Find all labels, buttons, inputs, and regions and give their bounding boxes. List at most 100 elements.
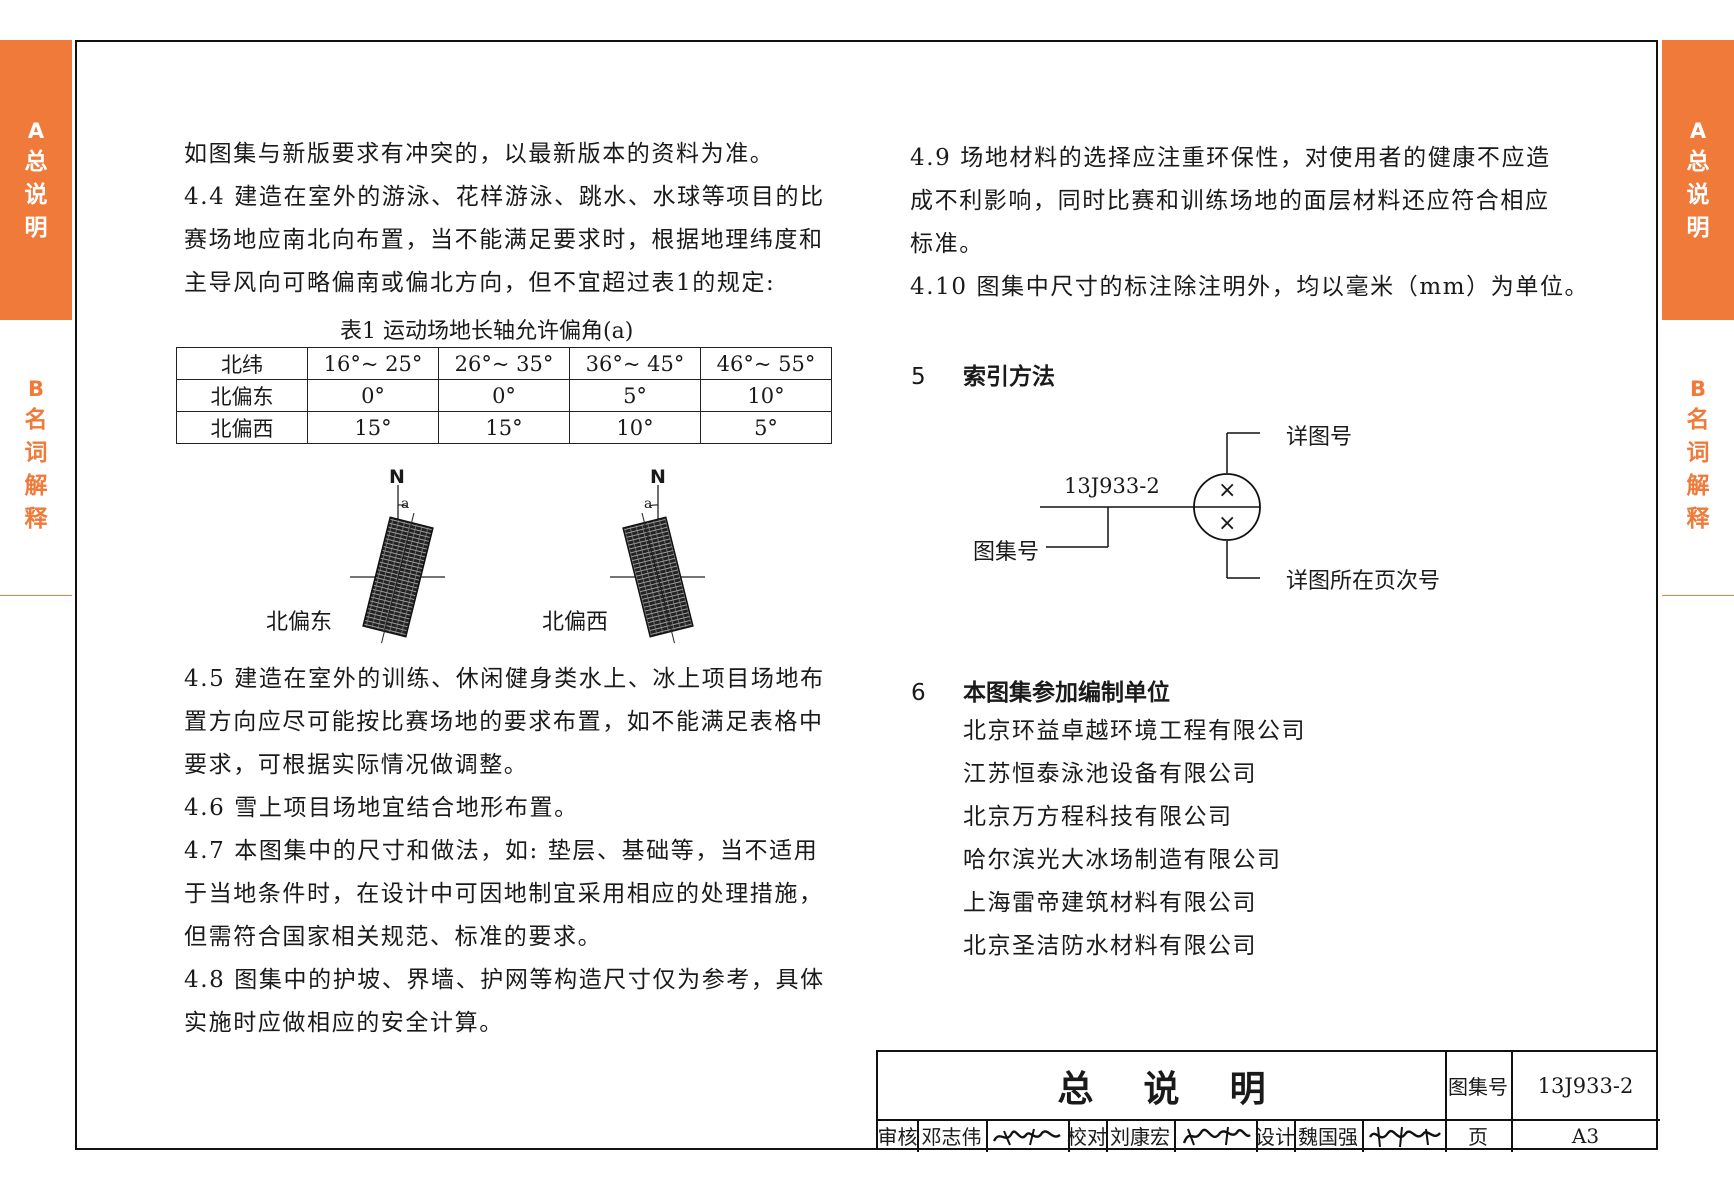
table-cell: 15° xyxy=(307,411,439,444)
tb-line xyxy=(917,1119,919,1152)
table-row: 北偏东 0° 0° 5° 10° xyxy=(176,379,832,412)
tab-terminology-right[interactable]: B 名 词 解 释 xyxy=(1662,370,1734,540)
list-item: 北京圣洁防水材料有限公司 xyxy=(963,933,1257,959)
text-line: 要求，可根据实际情况做调整。 xyxy=(184,752,529,778)
tb-line xyxy=(986,1119,988,1152)
table-cell: 16°~ 25° xyxy=(307,347,439,380)
atlas-number-label: 图集号 xyxy=(973,540,1040,565)
tb-line xyxy=(1174,1119,1176,1152)
text-line: 主导风向可略偏南或偏北方向，但不宜超过表1的规定: xyxy=(184,270,776,296)
text-line: 赛场地应南北向布置，当不能满足要求时，根据地理纬度和 xyxy=(184,227,824,253)
table-row: 北偏西 15° 15° 10° 5° xyxy=(176,411,832,444)
design-label: 设计 xyxy=(1255,1125,1295,1149)
list-item: 北京万方程科技有限公司 xyxy=(963,804,1233,830)
tb-line xyxy=(1068,1119,1070,1152)
checker-name: 刘康宏 xyxy=(1110,1125,1170,1149)
reviewer-name: 邓志伟 xyxy=(921,1125,982,1149)
page-label: 页 xyxy=(1468,1125,1488,1149)
table-cell: 15° xyxy=(438,411,570,444)
title-block: 总 说 明 图集号 13J933-2 审核 邓志伟 校对 刘康宏 设计 魏国强 … xyxy=(876,1050,1660,1152)
text-line: 如图集与新版要求有冲突的，以最新版本的资料为准。 xyxy=(184,141,775,167)
tab-char: 释 xyxy=(24,506,48,532)
tb-line xyxy=(1106,1119,1108,1152)
tab-char: 解 xyxy=(1686,473,1710,499)
page-frame xyxy=(75,40,1658,1150)
paragraph-4-4: 4.4 建造在室外的游泳、花样游泳、跳水、水球等项目的比 赛场地应南北向布置，当… xyxy=(184,176,825,305)
table-cell: 北偏西 xyxy=(176,411,308,444)
index-atlas-code: 13J933-2 xyxy=(1064,474,1160,498)
detail-page-label: 详图所在页次号 xyxy=(1286,569,1441,594)
tb-line xyxy=(1445,1052,1447,1152)
tb-line xyxy=(1256,1119,1258,1152)
checker-signature xyxy=(1182,1126,1251,1146)
table-header-row: 北纬 16°~ 25° 26°~ 35° 36°~ 45° 46°~ 55° xyxy=(176,347,832,380)
section-title: 本图集参加编制单位 xyxy=(963,680,1170,706)
text-line: 4.5 建造在室外的训练、休闲健身类水上、冰上项目场地布 xyxy=(184,666,825,692)
text-line: 4.6 雪上项目场地宜结合地形布置。 xyxy=(184,795,579,821)
table-cell: 5° xyxy=(700,411,832,444)
field-east xyxy=(350,485,445,644)
tab-divider xyxy=(1662,595,1734,596)
orientation-figure xyxy=(350,485,705,644)
text-line: 成不利影响，同时比赛和训练场地的面层材料还应符合相应 xyxy=(910,188,1550,214)
table-caption: 表1 运动场地长轴允许偏角(a) xyxy=(340,319,634,344)
east-deviation-label: 北偏东 xyxy=(266,610,333,635)
tab-divider xyxy=(0,595,72,596)
table-cell: 5° xyxy=(569,379,701,412)
text-line: 置方向应尽可能按比赛场地的要求布置，如不能满足表格中 xyxy=(184,709,824,735)
tab-letter: B xyxy=(27,377,44,401)
west-deviation-label: 北偏西 xyxy=(542,610,609,635)
reviewer-signature xyxy=(992,1128,1061,1146)
tab-terminology[interactable]: B 名 词 解 释 xyxy=(0,370,72,540)
list-item: 上海雷帝建筑材料有限公司 xyxy=(963,890,1257,916)
tab-letter: A xyxy=(1689,118,1707,143)
list-item: 江苏恒泰泳池设备有限公司 xyxy=(963,761,1257,787)
tab-general-description[interactable]: A 总 说 明 xyxy=(0,40,72,320)
designer-name: 魏国强 xyxy=(1298,1125,1358,1149)
detail-number-label: 详图号 xyxy=(1286,425,1353,450)
table-cell: 10° xyxy=(569,411,701,444)
table-cell: 36°~ 45° xyxy=(569,347,701,380)
text-line: 标准。 xyxy=(910,231,984,257)
atlas-no-label: 图集号 xyxy=(1448,1075,1508,1099)
atlas-no-value: 13J933-2 xyxy=(1537,1073,1634,1098)
paragraph-4-5-to-4-8: 4.5 建造在室外的训练、休闲健身类水上、冰上项目场地布 置方向应尽可能按比赛场… xyxy=(184,658,825,1045)
north-label: N xyxy=(389,466,405,488)
list-item: 哈尔滨光大冰场制造有限公司 xyxy=(963,847,1282,873)
text-line: 4.7 本图集中的尺寸和做法，如: 垫层、基础等，当不适用 xyxy=(184,838,819,864)
angle-label: a xyxy=(644,496,653,512)
tb-line xyxy=(878,1119,1660,1121)
table-cell: 46°~ 55° xyxy=(700,347,832,380)
text-line: 4.10 图集中尺寸的标注除注明外，均以毫米（mm）为单位。 xyxy=(910,274,1590,300)
text-line: 4.9 场地材料的选择应注重环保性，对使用者的健康不应造 xyxy=(910,145,1551,171)
tab-char: 名 xyxy=(1686,407,1710,433)
deviation-angle-table: 北纬 16°~ 25° 26°~ 35° 36°~ 45° 46°~ 55° 北… xyxy=(176,347,832,444)
table-cell: 10° xyxy=(700,379,832,412)
designer-signature xyxy=(1368,1126,1441,1148)
participating-units-list: 北京环益卓越环境工程有限公司 江苏恒泰泳池设备有限公司 北京万方程科技有限公司 … xyxy=(963,710,1306,968)
tab-char: 总 xyxy=(24,148,48,175)
angle-label: a xyxy=(401,496,410,512)
tb-line xyxy=(1362,1119,1364,1152)
tb-line xyxy=(1511,1052,1513,1152)
text-line: 4.8 图集中的护坡、界墙、护网等构造尺寸仅为参考，具体 xyxy=(184,967,825,993)
tab-char: 释 xyxy=(1686,506,1710,532)
tab-char: 明 xyxy=(1686,214,1710,241)
text-line: 但需符合国家相关规范、标准的要求。 xyxy=(184,924,603,950)
table-cell: 0° xyxy=(438,379,570,412)
paragraph-4-9-4-10: 4.9 场地材料的选择应注重环保性，对使用者的健康不应造 成不利影响，同时比赛和… xyxy=(910,137,1589,309)
tab-char: 名 xyxy=(24,407,48,433)
list-item: 北京环益卓越环境工程有限公司 xyxy=(963,718,1306,744)
section-title: 索引方法 xyxy=(963,364,1055,390)
text-line: 4.4 建造在室外的游泳、花样游泳、跳水、水球等项目的比 xyxy=(184,184,825,210)
tab-char: 说 xyxy=(1686,181,1710,208)
tab-char: 解 xyxy=(24,473,48,499)
tab-char: 词 xyxy=(24,440,48,466)
table-cell: 26°~ 35° xyxy=(438,347,570,380)
check-label: 校对 xyxy=(1067,1125,1107,1149)
table-cell: 0° xyxy=(307,379,439,412)
tab-general-description-right[interactable]: A 总 说 明 xyxy=(1662,40,1734,320)
tab-char: 明 xyxy=(24,214,48,241)
